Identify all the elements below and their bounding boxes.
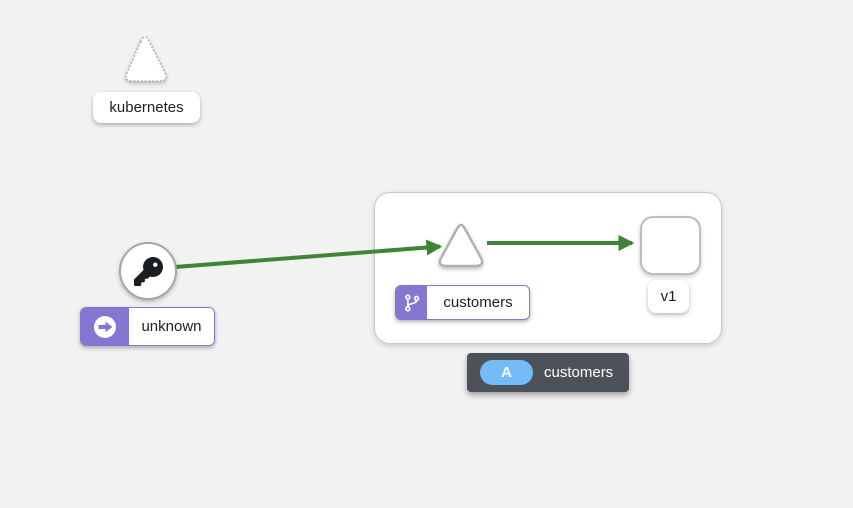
- node-customers-triangle[interactable]: [433, 214, 493, 272]
- node-v1-square[interactable]: [640, 216, 701, 275]
- code-branch-icon: [404, 293, 419, 312]
- customers-badge: [396, 286, 427, 319]
- node-label-customers[interactable]: customers: [395, 285, 530, 320]
- node-label-v1[interactable]: v1: [648, 280, 689, 313]
- app-badge-text: A: [501, 364, 512, 381]
- unknown-label-text: unknown: [129, 308, 214, 345]
- app-badge: A: [480, 360, 533, 385]
- app-box-tooltip: A customers: [467, 353, 629, 392]
- node-kubernetes-triangle[interactable]: [112, 27, 180, 89]
- tooltip-label: customers: [544, 364, 614, 381]
- kubernetes-label-text: kubernetes: [109, 99, 184, 116]
- customers-label-text: customers: [427, 286, 529, 319]
- arrow-circle-right-icon: [94, 315, 116, 338]
- node-label-unknown[interactable]: unknown: [80, 307, 215, 346]
- unknown-badge: [81, 308, 129, 345]
- v1-label-text: v1: [660, 288, 677, 305]
- node-unknown-circle[interactable]: [119, 242, 177, 300]
- key-icon: [133, 256, 163, 286]
- node-label-kubernetes[interactable]: kubernetes: [93, 92, 200, 123]
